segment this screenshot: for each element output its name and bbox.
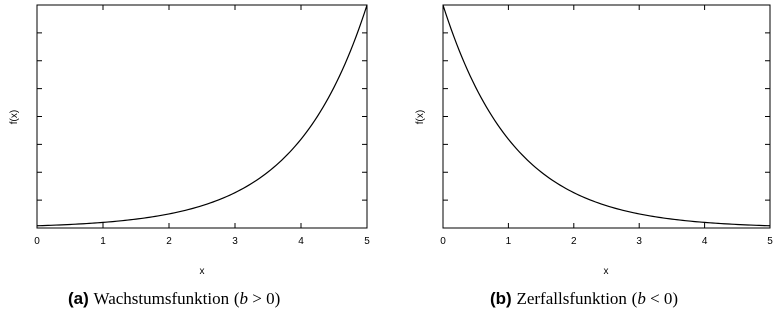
x-tick-label: 3 xyxy=(232,236,238,247)
caption-b: (b) Zerfallsfunktion (b < 0) xyxy=(490,289,678,309)
caption-b-text: Zerfallsfunktion xyxy=(516,289,627,308)
x-tick-label: 2 xyxy=(166,236,172,247)
y-ticks-b xyxy=(443,4,770,229)
caption-b-var: b xyxy=(637,289,646,308)
y-axis-label-b: f(x) xyxy=(415,110,426,124)
x-tick-label: 0 xyxy=(34,236,40,247)
x-tick-label: 5 xyxy=(767,236,773,247)
x-tick-labels-a: 0 1 2 3 4 5 xyxy=(34,236,370,247)
chart-a: 0 1 2 3 4 5 x f(x) xyxy=(9,4,370,277)
caption-a-open: ( xyxy=(233,289,240,308)
x-tick-label: 5 xyxy=(364,236,370,247)
caption-b-rest: < 0) xyxy=(645,289,679,308)
caption-a-text: Wachstumsfunktion xyxy=(93,289,230,308)
x-tick-label: 0 xyxy=(440,236,446,247)
chart-b: 0 1 2 3 4 5 x f(x) xyxy=(415,4,773,277)
caption-a-var: b xyxy=(239,289,248,308)
caption-b-letter: (b) xyxy=(490,289,512,308)
y-ticks-a xyxy=(37,4,367,229)
y-axis-label-a: f(x) xyxy=(9,110,20,124)
x-tick-labels-b: 0 1 2 3 4 5 xyxy=(440,236,773,247)
caption-a-letter: (a) xyxy=(68,289,89,308)
x-axis-label-b: x xyxy=(604,266,609,277)
x-tick-label: 1 xyxy=(506,236,512,247)
caption-a: (a) Wachstumsfunktion (b > 0) xyxy=(68,289,280,309)
caption-a-rest: > 0) xyxy=(247,289,281,308)
x-tick-label: 4 xyxy=(298,236,304,247)
x-tick-label: 4 xyxy=(702,236,708,247)
x-axis-label-a: x xyxy=(200,266,205,277)
x-tick-label: 1 xyxy=(100,236,106,247)
caption-b-open: ( xyxy=(631,289,638,308)
growth-curve xyxy=(36,4,368,227)
decay-curve xyxy=(442,4,771,227)
x-tick-label: 2 xyxy=(571,236,577,247)
x-tick-label: 3 xyxy=(636,236,642,247)
